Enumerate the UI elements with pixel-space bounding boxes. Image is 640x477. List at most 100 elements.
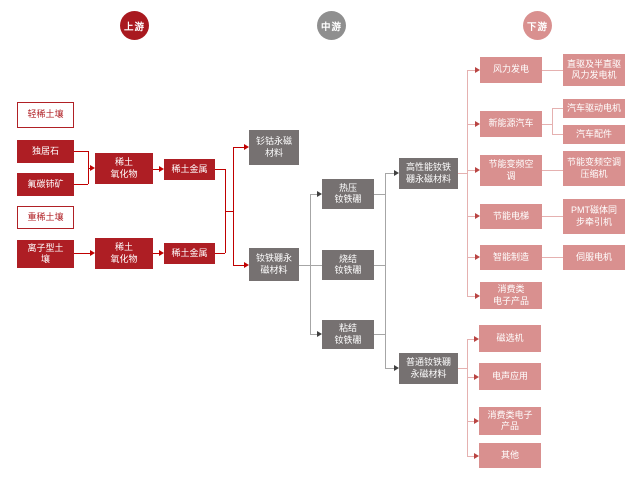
connector-line bbox=[88, 151, 89, 184]
stage-label-midstream: 中游 bbox=[320, 21, 342, 33]
connector-arrowhead bbox=[475, 67, 480, 73]
node-ordinary-ndfeb: 普通钕铁硼 永磁材料 bbox=[399, 353, 458, 384]
node-smco-magnet: 钐钴永磁 材料 bbox=[249, 130, 299, 165]
connector-line bbox=[310, 265, 322, 266]
node-nev: 新能源汽车 bbox=[480, 111, 542, 137]
node-consumer-electronics-ordinary: 消费类电子 产品 bbox=[479, 407, 541, 435]
node-servo-motor: 伺服电机 bbox=[563, 245, 625, 270]
connector-line bbox=[153, 169, 160, 170]
connector-line bbox=[385, 173, 395, 174]
connector-line bbox=[542, 170, 563, 171]
connector-arrowhead bbox=[474, 453, 479, 459]
connector-line bbox=[552, 108, 553, 134]
connector-arrowhead bbox=[474, 336, 479, 342]
connector-arrowhead bbox=[475, 167, 480, 173]
connector-line bbox=[310, 334, 318, 335]
node-electroacoustic: 电声应用 bbox=[479, 363, 541, 390]
connector-line bbox=[458, 173, 467, 174]
node-inverter-ac: 节能变频空 调 bbox=[480, 155, 542, 186]
node-direct-drive-wind-generator: 直驱及半直驱 风力发电机 bbox=[563, 54, 625, 86]
connector-arrowhead bbox=[474, 418, 479, 424]
stage-circle-midstream: 中游 bbox=[317, 11, 346, 40]
connector-line bbox=[153, 253, 160, 254]
node-wind-power: 风力发电 bbox=[480, 57, 542, 83]
connector-line bbox=[467, 124, 476, 125]
connector-arrowhead bbox=[474, 374, 479, 380]
connector-arrowhead bbox=[475, 121, 480, 127]
node-energy-saving-elevator: 节能电梯 bbox=[480, 204, 542, 229]
connector-arrowhead bbox=[475, 254, 480, 260]
connector-line bbox=[310, 194, 311, 334]
connector-line bbox=[385, 173, 386, 368]
connector-line bbox=[215, 253, 225, 254]
connector-line bbox=[542, 257, 563, 258]
connector-line bbox=[467, 377, 475, 378]
node-consumer-electronics-high: 消费类 电子产品 bbox=[480, 282, 542, 309]
stage-circle-downstream: 下游 bbox=[523, 11, 552, 40]
node-smart-manufacturing: 智能制造 bbox=[480, 245, 542, 270]
connector-arrowhead bbox=[394, 365, 399, 371]
connector-arrowhead bbox=[159, 250, 164, 256]
node-auto-parts: 汽车配件 bbox=[563, 125, 625, 144]
node-ev-drive-motor: 汽车驱动电机 bbox=[563, 99, 625, 118]
connector-arrowhead bbox=[244, 144, 249, 150]
connector-line bbox=[74, 151, 88, 152]
connector-line bbox=[310, 194, 318, 195]
connector-line bbox=[458, 368, 467, 369]
stage-label-upstream: 上游 bbox=[123, 21, 145, 33]
connector-line bbox=[467, 70, 476, 71]
connector-line bbox=[467, 170, 476, 171]
node-high-perf-ndfeb: 高性能钕铁 硼永磁材料 bbox=[399, 158, 458, 189]
node-light-re-soil: 轻稀土壤 bbox=[17, 102, 74, 128]
node-sintered-ndfeb: 烧结 钕铁硼 bbox=[322, 250, 374, 280]
node-ac-compressor: 节能变频空调 压缩机 bbox=[563, 151, 625, 186]
connector-arrowhead bbox=[90, 165, 95, 171]
connector-line bbox=[542, 124, 552, 125]
connector-line bbox=[542, 70, 563, 71]
node-bonded-ndfeb: 粘结 钕铁硼 bbox=[322, 320, 374, 349]
node-ndfeb-magnet: 钕铁硼永 磁材料 bbox=[249, 248, 299, 281]
node-monazite: 独居石 bbox=[17, 140, 74, 163]
connector-line bbox=[233, 265, 245, 266]
node-re-metal-light: 稀土金属 bbox=[164, 159, 215, 180]
connector-line bbox=[467, 456, 475, 457]
connector-line bbox=[374, 194, 385, 195]
connector-line bbox=[467, 296, 476, 297]
connector-line bbox=[215, 169, 225, 170]
connector-arrowhead bbox=[317, 191, 322, 197]
node-ionic-soil: 离子型土 壤 bbox=[17, 240, 74, 268]
connector-line bbox=[552, 108, 563, 109]
connector-arrowhead bbox=[475, 213, 480, 219]
node-pm-sync-traction-machine: PMT磁体同 步牵引机 bbox=[563, 199, 625, 234]
connector-line bbox=[542, 216, 563, 217]
connector-line bbox=[467, 70, 468, 296]
stage-label-downstream: 下游 bbox=[526, 21, 548, 33]
connector-line bbox=[374, 334, 385, 335]
node-bastnaesite: 氟碳铈矿 bbox=[17, 173, 74, 196]
connector-line bbox=[467, 339, 468, 456]
node-others: 其他 bbox=[479, 443, 541, 468]
connector-line bbox=[467, 216, 476, 217]
connector-arrowhead bbox=[90, 250, 95, 256]
node-re-metal-heavy: 稀土金属 bbox=[164, 243, 215, 264]
connector-line bbox=[552, 134, 563, 135]
connector-line bbox=[74, 184, 88, 185]
node-magnetic-separator: 磁选机 bbox=[479, 325, 541, 352]
connector-line bbox=[467, 421, 475, 422]
connector-arrowhead bbox=[317, 331, 322, 337]
connector-line bbox=[299, 265, 310, 266]
node-heavy-re-soil: 重稀土壤 bbox=[17, 206, 74, 229]
connector-arrowhead bbox=[159, 166, 164, 172]
connector-line bbox=[467, 339, 475, 340]
connector-line bbox=[233, 147, 245, 148]
connector-line bbox=[74, 253, 91, 254]
stage-circle-upstream: 上游 bbox=[120, 11, 149, 40]
connector-line bbox=[233, 147, 234, 265]
node-re-oxide-light: 稀土 氧化物 bbox=[95, 153, 153, 184]
connector-line bbox=[374, 265, 385, 266]
node-hot-pressed-ndfeb: 热压 钕铁硼 bbox=[322, 179, 374, 209]
node-re-oxide-heavy: 稀土 氧化物 bbox=[95, 238, 153, 269]
connector-arrowhead bbox=[475, 293, 480, 299]
connector-line bbox=[385, 368, 395, 369]
